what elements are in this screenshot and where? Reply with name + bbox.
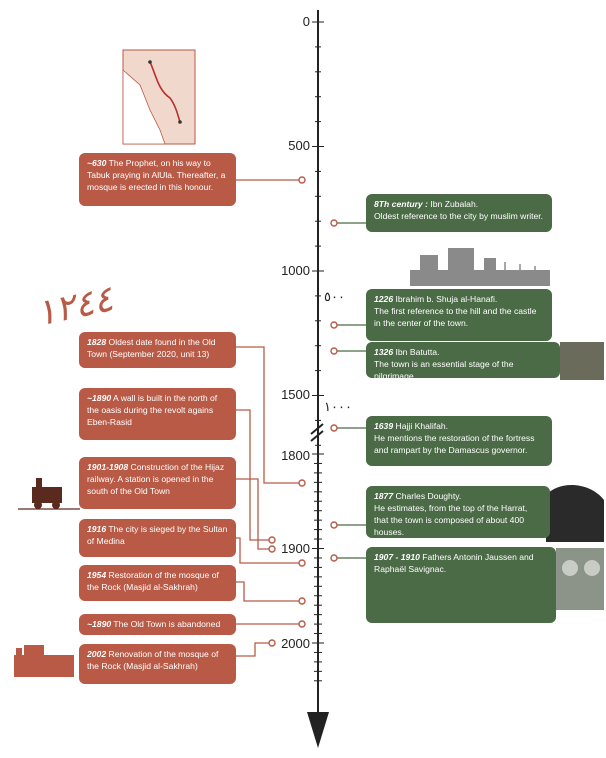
axis-label-500: 500 bbox=[288, 138, 310, 153]
event-box-1954: 1954 Restoration of the mosque of the Ro… bbox=[79, 565, 236, 601]
event-text: Oldest date found in the Old Town (Septe… bbox=[87, 337, 216, 359]
event-text: Ibn Batutta. bbox=[393, 347, 440, 357]
event-box-1877: 1877 Charles Doughty. He estimates, from… bbox=[366, 486, 550, 538]
left-connector-dots bbox=[268, 176, 306, 647]
event-year: 1901-1908 bbox=[87, 462, 129, 472]
axis-label-1800: 1800 bbox=[281, 448, 310, 463]
axis-arrow-icon bbox=[307, 712, 329, 748]
axis-label-1500: 1500 bbox=[281, 387, 310, 402]
train-icon bbox=[18, 478, 80, 510]
portrait-photo-1326 bbox=[560, 342, 604, 380]
hijri-label-500: ٥٠٠ bbox=[324, 290, 345, 305]
event-box-1901: 1901-1908 Construction of the Hijaz rail… bbox=[79, 457, 236, 509]
event-box-1890-abandoned: ~1890 The Old Town is abandoned bbox=[79, 614, 236, 635]
event-year: 1639 bbox=[374, 421, 394, 431]
event-text: The Old Town is abandoned bbox=[111, 619, 221, 629]
event-box-1226: 1226 Ibrahim b. Shuja al-Hanafi. The fir… bbox=[366, 289, 552, 341]
event-text: Ibrahim b. Shuja al-Hanafi. bbox=[393, 294, 498, 304]
axis-ticks bbox=[312, 21, 324, 682]
event-year: ~1890 bbox=[87, 393, 112, 403]
event-text: The city is sieged by the Sultan of Medi… bbox=[87, 524, 228, 546]
palm-oasis-illustration bbox=[410, 248, 550, 286]
axis-label-1900: 1900 bbox=[281, 541, 310, 556]
portrait-photo-1907 bbox=[556, 548, 604, 610]
event-year: 1954 bbox=[87, 570, 107, 580]
event-text: Renovation of the mosque of the Rock (Ma… bbox=[87, 649, 219, 671]
event-box-1907: 1907 - 1910 Fathers Antonin Jaussen and … bbox=[366, 547, 556, 623]
event-box-2002: 2002 Renovation of the mosque of the Roc… bbox=[79, 644, 236, 684]
building-icon bbox=[14, 645, 74, 677]
event-text: A wall is built in the north of the oasi… bbox=[87, 393, 218, 427]
event-detail: The town is an essential stage of the pi… bbox=[374, 359, 514, 381]
axis-label-1000: 1000 bbox=[281, 263, 310, 278]
event-box-8th-century: 8Th century : Ibn Zubalah. Oldest refere… bbox=[366, 194, 552, 232]
event-detail: The first reference to the hill and the … bbox=[374, 306, 537, 328]
event-box-630: ~630 The Prophet, on his way to Tabuk pr… bbox=[79, 153, 236, 206]
event-text: Ibn Zubalah. bbox=[427, 199, 479, 209]
event-year: 1916 bbox=[87, 524, 107, 534]
event-box-1890-wall: ~1890 A wall is built in the north of th… bbox=[79, 388, 236, 440]
event-year: 1877 bbox=[374, 491, 394, 501]
event-box-1326: 1326 Ibn Batutta. The town is an essenti… bbox=[366, 342, 560, 381]
portrait-photo-1877 bbox=[546, 484, 604, 542]
event-year: ~630 bbox=[87, 158, 107, 168]
event-detail: He estimates, from the top of the Harrat… bbox=[374, 503, 528, 537]
map-image bbox=[122, 49, 196, 145]
axis-break-mark bbox=[310, 430, 324, 442]
event-text: The Prophet, on his way to Tabuk praying… bbox=[87, 158, 226, 192]
event-text: Charles Doughty. bbox=[393, 491, 462, 501]
event-box-1828: 1828 Oldest date found in the Old Town (… bbox=[79, 332, 236, 368]
event-box-1639: 1639 Hajji Khalifah. He mentions the res… bbox=[366, 416, 552, 466]
axis-label-0: 0 bbox=[302, 14, 310, 29]
event-detail: Oldest reference to the city by muslim w… bbox=[374, 211, 544, 221]
axis-break-mark bbox=[310, 423, 324, 435]
left-connectors bbox=[236, 179, 300, 657]
event-year: 1828 bbox=[87, 337, 107, 347]
event-year: ~1890 bbox=[87, 619, 112, 629]
event-year: 2002 bbox=[87, 649, 107, 659]
event-detail: He mentions the restoration of the fortr… bbox=[374, 433, 535, 455]
event-text: Restoration of the mosque of the Rock (M… bbox=[87, 570, 219, 592]
right-connector-dots bbox=[330, 219, 338, 562]
event-box-1916: 1916 The city is sieged by the Sultan of… bbox=[79, 519, 236, 557]
axis-label-2000: 2000 bbox=[281, 636, 310, 651]
event-text: Hajji Khalifah. bbox=[393, 421, 449, 431]
event-text: Construction of the Hijaz railway. A sta… bbox=[87, 462, 225, 496]
event-year: 1226 bbox=[374, 294, 394, 304]
right-connectors bbox=[336, 222, 366, 559]
event-text: Fathers Antonin Jaussen and Raphaël Savi… bbox=[374, 552, 534, 574]
event-year: 1326 bbox=[374, 347, 394, 357]
event-year: 1907 - 1910 bbox=[374, 552, 420, 562]
event-year: 8Th century : bbox=[374, 199, 428, 209]
hijri-label-1000: ١٠٠٠ bbox=[324, 400, 352, 415]
